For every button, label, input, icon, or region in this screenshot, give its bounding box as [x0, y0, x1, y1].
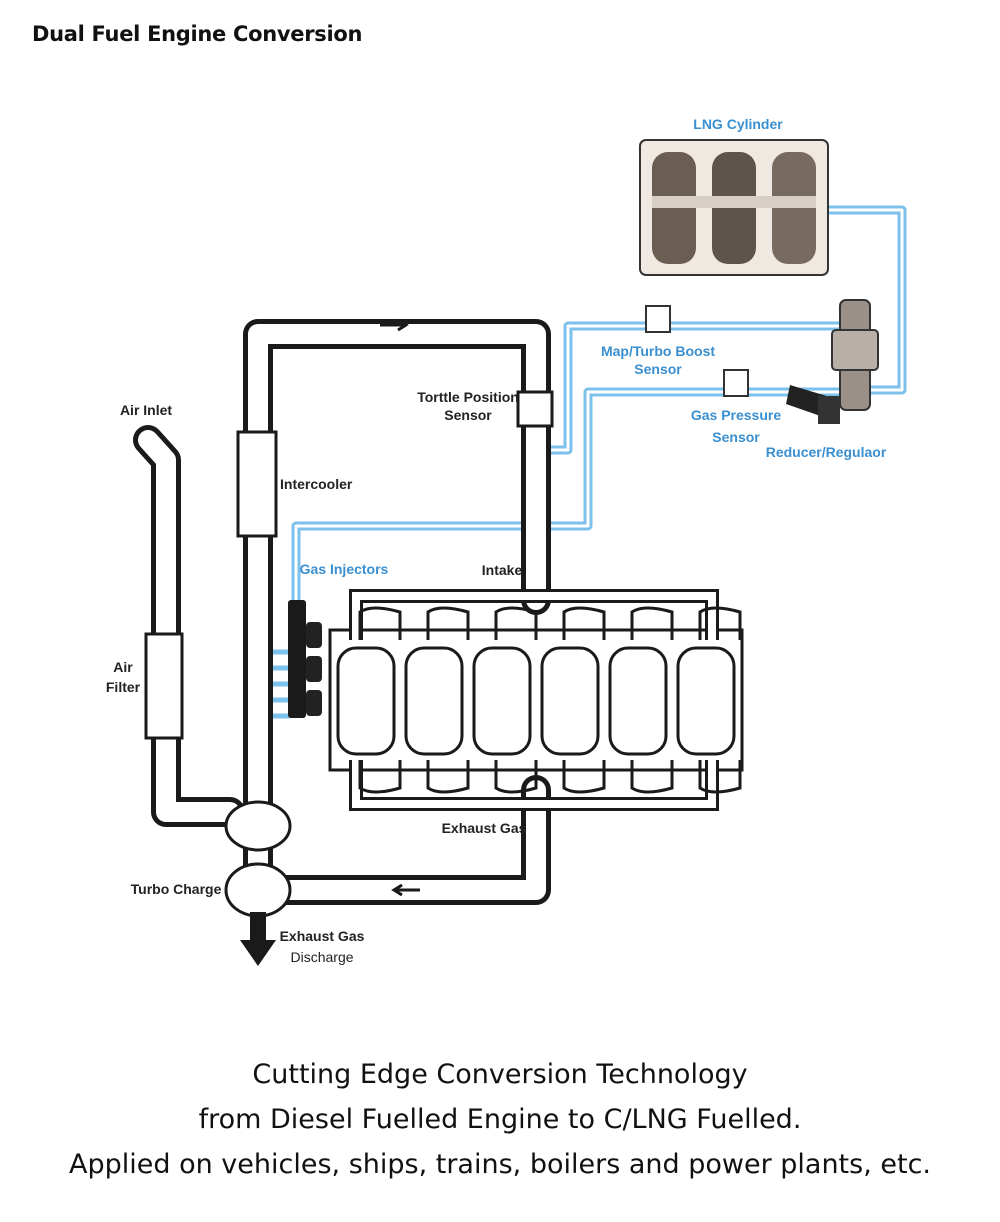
gas-injectors-label: Gas Injectors — [300, 561, 389, 577]
exhaust-discharge-label-line2: Discharge — [290, 949, 353, 965]
engine-cylinders — [336, 606, 742, 794]
intercooler-label: Intercooler — [280, 476, 353, 492]
exhaust-discharge-label: Exhaust Gas — [280, 928, 365, 944]
exhaust-runner — [494, 760, 538, 794]
intake-runner — [562, 606, 606, 640]
reducer-regulator — [786, 299, 879, 424]
page-title: Dual Fuel Engine Conversion — [32, 22, 363, 46]
air-filter-label-line2: Filter — [106, 679, 141, 695]
caption-line-2: from Diesel Fuelled Engine to C/LNG Fuel… — [198, 1104, 802, 1135]
intake-runner — [494, 606, 538, 640]
exhaust-runner — [426, 760, 470, 794]
map-sensor-label-line2: Sensor — [634, 361, 682, 377]
intake-runner — [630, 606, 674, 640]
gas-pressure-sensor-box — [723, 369, 749, 397]
intercooler — [236, 430, 278, 538]
exhaust-runner — [562, 760, 606, 794]
reducer-regulator-label: Reducer/Regulaor — [766, 444, 887, 460]
gas-pressure-sensor-label-line2: Sensor — [712, 429, 760, 445]
engine-cylinder — [404, 646, 464, 756]
engine-cylinder — [676, 646, 736, 756]
gas-pressure-sensor-label: Gas Pressure — [691, 407, 781, 423]
intake-runner — [698, 606, 742, 640]
intake-label: Intake — [482, 562, 523, 578]
turbo-charger — [224, 800, 292, 966]
engine-conversion-diagram: LNG Cylinder Map/Turbo Boost Sensor Tort… — [106, 116, 907, 966]
exhaust-gas-label: Exhaust Gas — [442, 820, 527, 836]
map-sensor-label: Map/Turbo Boost — [601, 343, 715, 359]
air-filter — [144, 632, 184, 740]
intake-runner — [358, 606, 402, 640]
engine-cylinder — [540, 646, 600, 756]
lng-cylinder-label: LNG Cylinder — [693, 116, 783, 132]
lng-cylinder — [639, 139, 829, 276]
throttle-sensor-label-line2: Sensor — [444, 407, 492, 423]
caption: Cutting Edge Conversion Technology from … — [0, 1052, 1000, 1187]
engine-block — [328, 589, 744, 811]
air-filter-label: Air — [113, 659, 133, 675]
gas-injectors — [288, 600, 322, 718]
exhaust-runner — [630, 760, 674, 794]
engine-cylinder — [472, 646, 532, 756]
caption-line-3: Applied on vehicles, ships, trains, boil… — [69, 1149, 931, 1180]
caption-line-1: Cutting Edge Conversion Technology — [252, 1059, 748, 1090]
throttle-sensor-box — [516, 390, 554, 428]
throttle-sensor-label: Torttle Position — [417, 389, 519, 405]
exhaust-runner — [698, 760, 742, 794]
intake-runner — [426, 606, 470, 640]
exhaust-runner — [358, 760, 402, 794]
map-sensor-box — [645, 305, 671, 333]
engine-cylinder — [336, 646, 396, 756]
air-inlet-label: Air Inlet — [120, 402, 172, 418]
turbo-charge-label: Turbo Charge — [131, 881, 222, 897]
engine-cylinder — [608, 646, 668, 756]
